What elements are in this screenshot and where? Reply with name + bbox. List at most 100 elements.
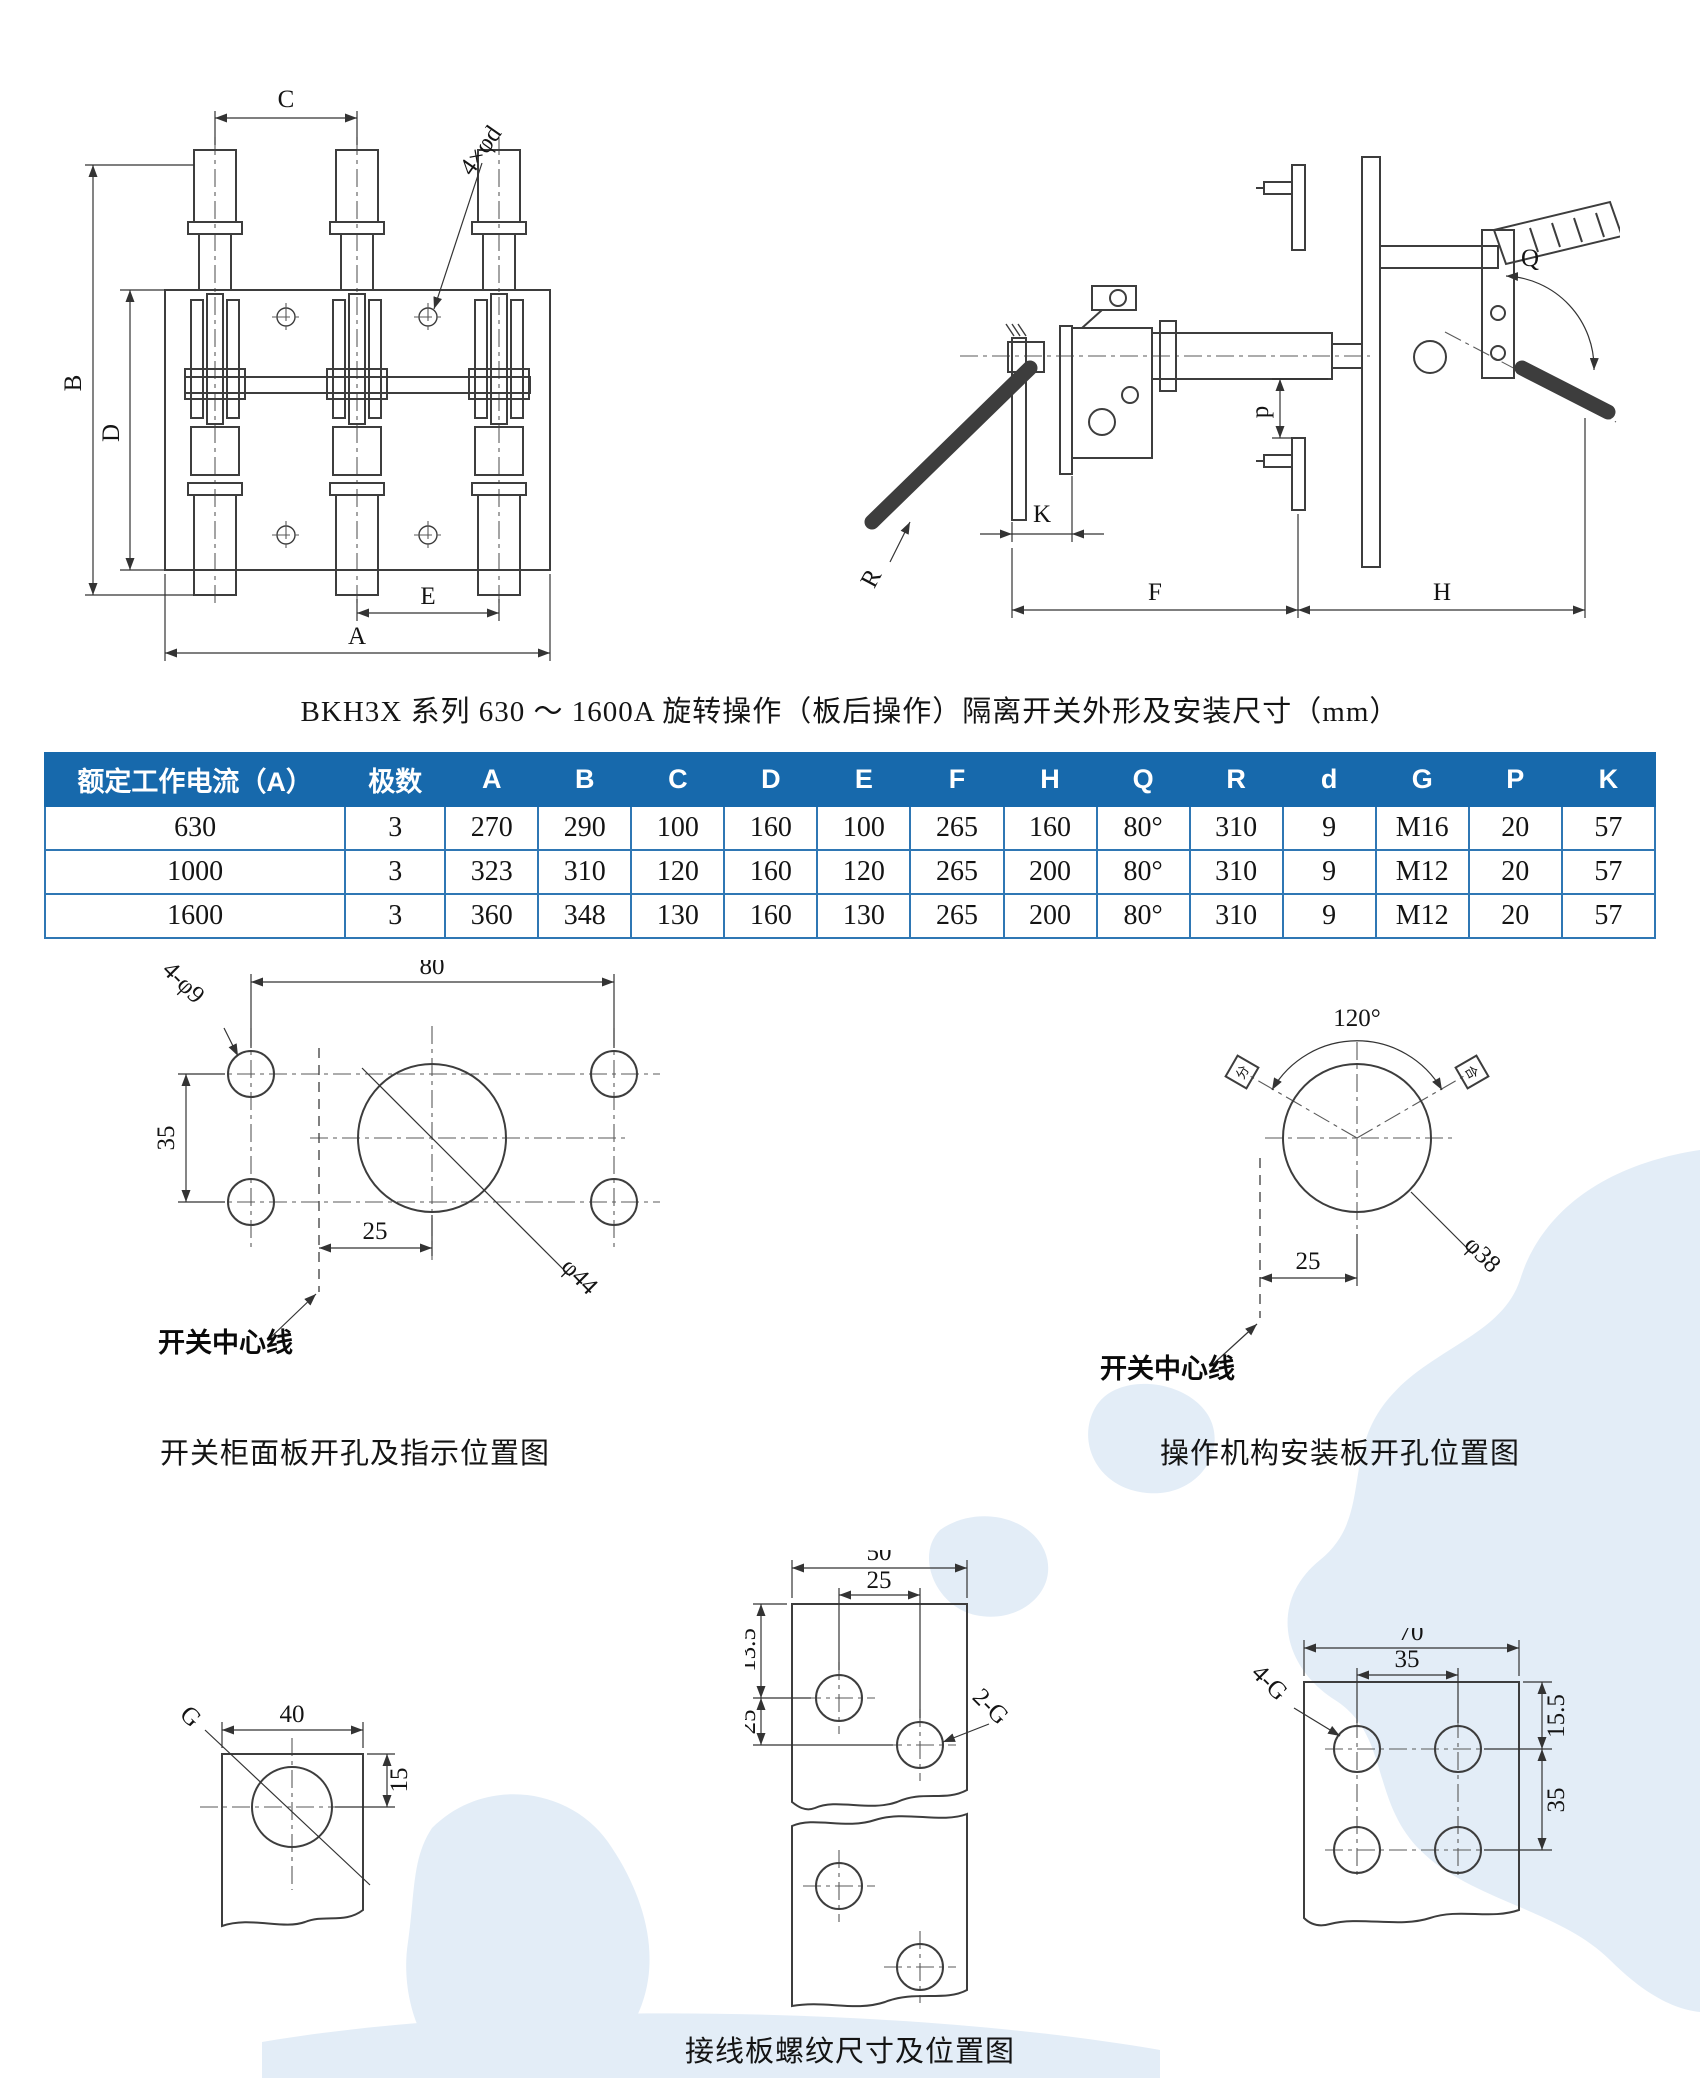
switch-body	[164, 149, 551, 596]
pole-2	[326, 149, 388, 596]
front-view-drawing: C 4×φd B D E A	[60, 86, 551, 661]
centerline-label: 开关中心线	[1100, 1354, 1235, 1384]
dim-15-5-label: 15.5	[1543, 1694, 1570, 1738]
cell: 1600	[43, 893, 347, 939]
col-header-r: R	[1188, 752, 1284, 807]
mechanism-body	[864, 156, 1620, 568]
cell: M12	[1374, 849, 1470, 895]
cell: 80°	[1095, 805, 1191, 851]
col-header-d: D	[723, 752, 819, 807]
terminal-plate-2: 50 25 13.5 25 2-G	[745, 1550, 1014, 2008]
dim-c-label: C	[278, 86, 295, 113]
mechanism-box	[1071, 327, 1153, 459]
dim-15-label: 15	[386, 1768, 413, 1793]
dim-q-label: Q	[1521, 245, 1539, 272]
cell: 57	[1560, 893, 1657, 939]
dim-25-label: 25	[867, 1567, 892, 1594]
cabinet-panel-plate	[1361, 156, 1381, 568]
cell: 9	[1281, 805, 1377, 851]
panel-caption: 开关柜面板开孔及指示位置图	[160, 1438, 551, 1470]
angle-label: 120°	[1333, 1005, 1381, 1032]
cell: 100	[630, 805, 726, 851]
col-header-e: E	[816, 752, 912, 807]
cell: 200	[1002, 893, 1098, 939]
cell: 80°	[1095, 849, 1191, 895]
open-label: 分	[1233, 1063, 1252, 1082]
col-header-f: F	[909, 752, 1005, 807]
pole-centerlines	[214, 137, 500, 607]
spec-table: 额定工作电流（A） 极数 A B C D E F H Q R d G P K	[43, 752, 1657, 939]
dim-d-label: D	[98, 424, 125, 442]
thread-hole	[896, 1721, 944, 1769]
operating-handle	[864, 360, 1038, 530]
cell: 57	[1560, 849, 1657, 895]
front-dimensions	[85, 111, 551, 661]
spec-table-wrap: 额定工作电流（A） 极数 A B C D E F H Q R d G P K	[43, 752, 1657, 939]
thread-label: 2-G	[967, 1683, 1014, 1730]
small-hole	[590, 1178, 638, 1226]
small-hole	[590, 1050, 638, 1098]
cell: 265	[909, 805, 1005, 851]
centerline-label: 开关中心线	[158, 1328, 293, 1358]
col-header-poles: 极数	[344, 752, 447, 807]
small-hole	[227, 1178, 275, 1226]
terminal-caption: 接线板螺纹尺寸及位置图	[684, 2036, 1015, 2068]
cell: 310	[1188, 893, 1284, 939]
col-header-a: A	[444, 752, 540, 807]
cell: M12	[1374, 893, 1470, 939]
cell: 290	[537, 805, 633, 851]
dim-13-5-label: 13.5	[745, 1628, 761, 1672]
dim-50-label: 50	[867, 1550, 892, 1566]
dim-r-label: R	[856, 564, 888, 592]
shaft-hole	[1282, 1063, 1432, 1213]
cell: 160	[1002, 805, 1098, 851]
thread-hole	[1434, 1725, 1482, 1773]
dim-e-label: E	[420, 583, 435, 610]
wall-hatching	[1005, 323, 1027, 337]
table-header-row: 额定工作电流（A） 极数 A B C D E F H Q R d G P K	[43, 752, 1657, 807]
cell: 265	[909, 893, 1005, 939]
pole-3	[468, 149, 530, 596]
pole-1	[184, 149, 246, 596]
small-hole	[227, 1050, 275, 1098]
cell: 20	[1467, 849, 1563, 895]
plate-lower-outline	[791, 1812, 968, 2008]
cell: 160	[723, 805, 819, 851]
big-hole	[357, 1063, 507, 1213]
bracket-plate	[1059, 325, 1073, 475]
dim-b-label: B	[60, 375, 87, 392]
cell: 160	[723, 893, 819, 939]
cell: M16	[1374, 805, 1470, 851]
cell: 3	[344, 893, 447, 939]
dim-40-label: 40	[280, 1701, 305, 1728]
cell: 270	[444, 805, 540, 851]
cell: 3	[344, 805, 447, 851]
dim-35-label: 35	[153, 1126, 180, 1151]
cell: 323	[444, 849, 540, 895]
axis-lines	[960, 331, 1617, 423]
terminal-plate-3: 70 35 15.5 35 4-G	[1250, 1628, 1570, 1927]
dim-35-side-label: 35	[1543, 1788, 1570, 1813]
dim-25-side-label: 25	[745, 1710, 761, 1735]
cell: 20	[1467, 893, 1563, 939]
close-label: 合	[1462, 1063, 1481, 1082]
plate-outline	[1303, 1681, 1520, 1927]
dim-h-label: H	[1433, 579, 1451, 606]
thread-hole	[1333, 1725, 1381, 1773]
thread-hole	[815, 1862, 863, 1910]
front-rod	[1514, 360, 1616, 420]
col-header-q: Q	[1095, 752, 1191, 807]
thread-hole	[896, 1943, 944, 1991]
cell: 310	[537, 849, 633, 895]
big-hole-label: φ44	[556, 1253, 603, 1300]
thread-hole	[1333, 1826, 1381, 1874]
main-caption: BKH3X 系列 630 ～ 1600A 旋转操作（板后操作）隔离开关外形及安装…	[300, 696, 1400, 728]
col-header-dd: d	[1281, 752, 1377, 807]
dim-a-label: A	[348, 623, 366, 650]
cell: 9	[1281, 849, 1377, 895]
col-header-current: 额定工作电流（A）	[43, 752, 347, 807]
cell: 360	[444, 893, 540, 939]
terminal-plate-1: 40 15 G	[174, 1701, 413, 1928]
